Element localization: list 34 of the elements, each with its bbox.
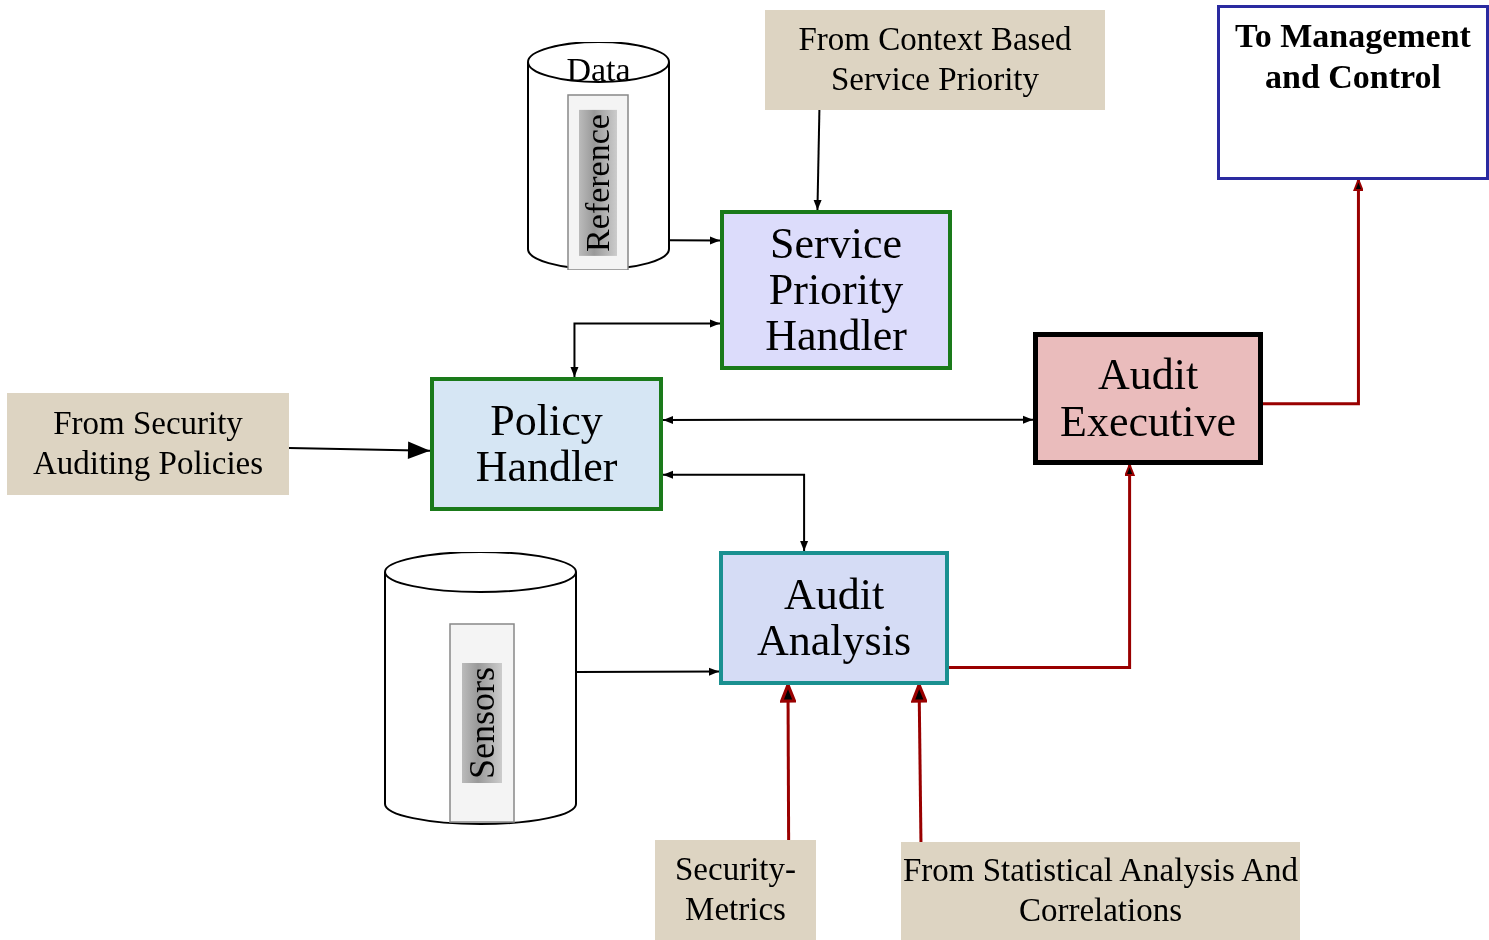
process-box [719, 551, 949, 685]
arrow [780, 683, 797, 840]
process-box [1217, 5, 1489, 180]
cylinder-label: Reference [579, 109, 617, 256]
process-box [430, 377, 663, 511]
box-label: To Management and Control [1234, 16, 1472, 97]
box-label: Policy Handler [474, 397, 619, 491]
note-text: From Context Based Service Priority [797, 20, 1073, 99]
note-box [7, 393, 289, 495]
process-box [720, 210, 952, 370]
box-label: Audit Analysis [756, 571, 912, 665]
box-label: Service Priority Handler [764, 220, 908, 360]
note-text: From Security Auditing Policies [31, 404, 265, 483]
note-box [765, 10, 1105, 110]
box-label: Audit Executive [1059, 352, 1237, 445]
arrow [911, 683, 928, 842]
database-cylinder [384, 552, 577, 825]
cylinder-label: Sensors [462, 663, 502, 783]
database-cylinder [527, 42, 670, 270]
note-box [655, 840, 816, 940]
arrow [662, 415, 1034, 424]
database-label: Data [565, 50, 632, 90]
note-text: Security-Metrics [674, 850, 797, 929]
note-text: From Statistical Analysis And Correlations [901, 851, 1300, 930]
arrow [669, 236, 721, 245]
arrow [949, 464, 1135, 670]
arrow [576, 667, 720, 676]
arrow [288, 441, 431, 460]
arrow [570, 319, 721, 378]
arrow [813, 109, 822, 211]
note-box [901, 842, 1300, 940]
arrow [1263, 179, 1364, 406]
arrow [662, 470, 809, 552]
process-box [1033, 332, 1263, 465]
